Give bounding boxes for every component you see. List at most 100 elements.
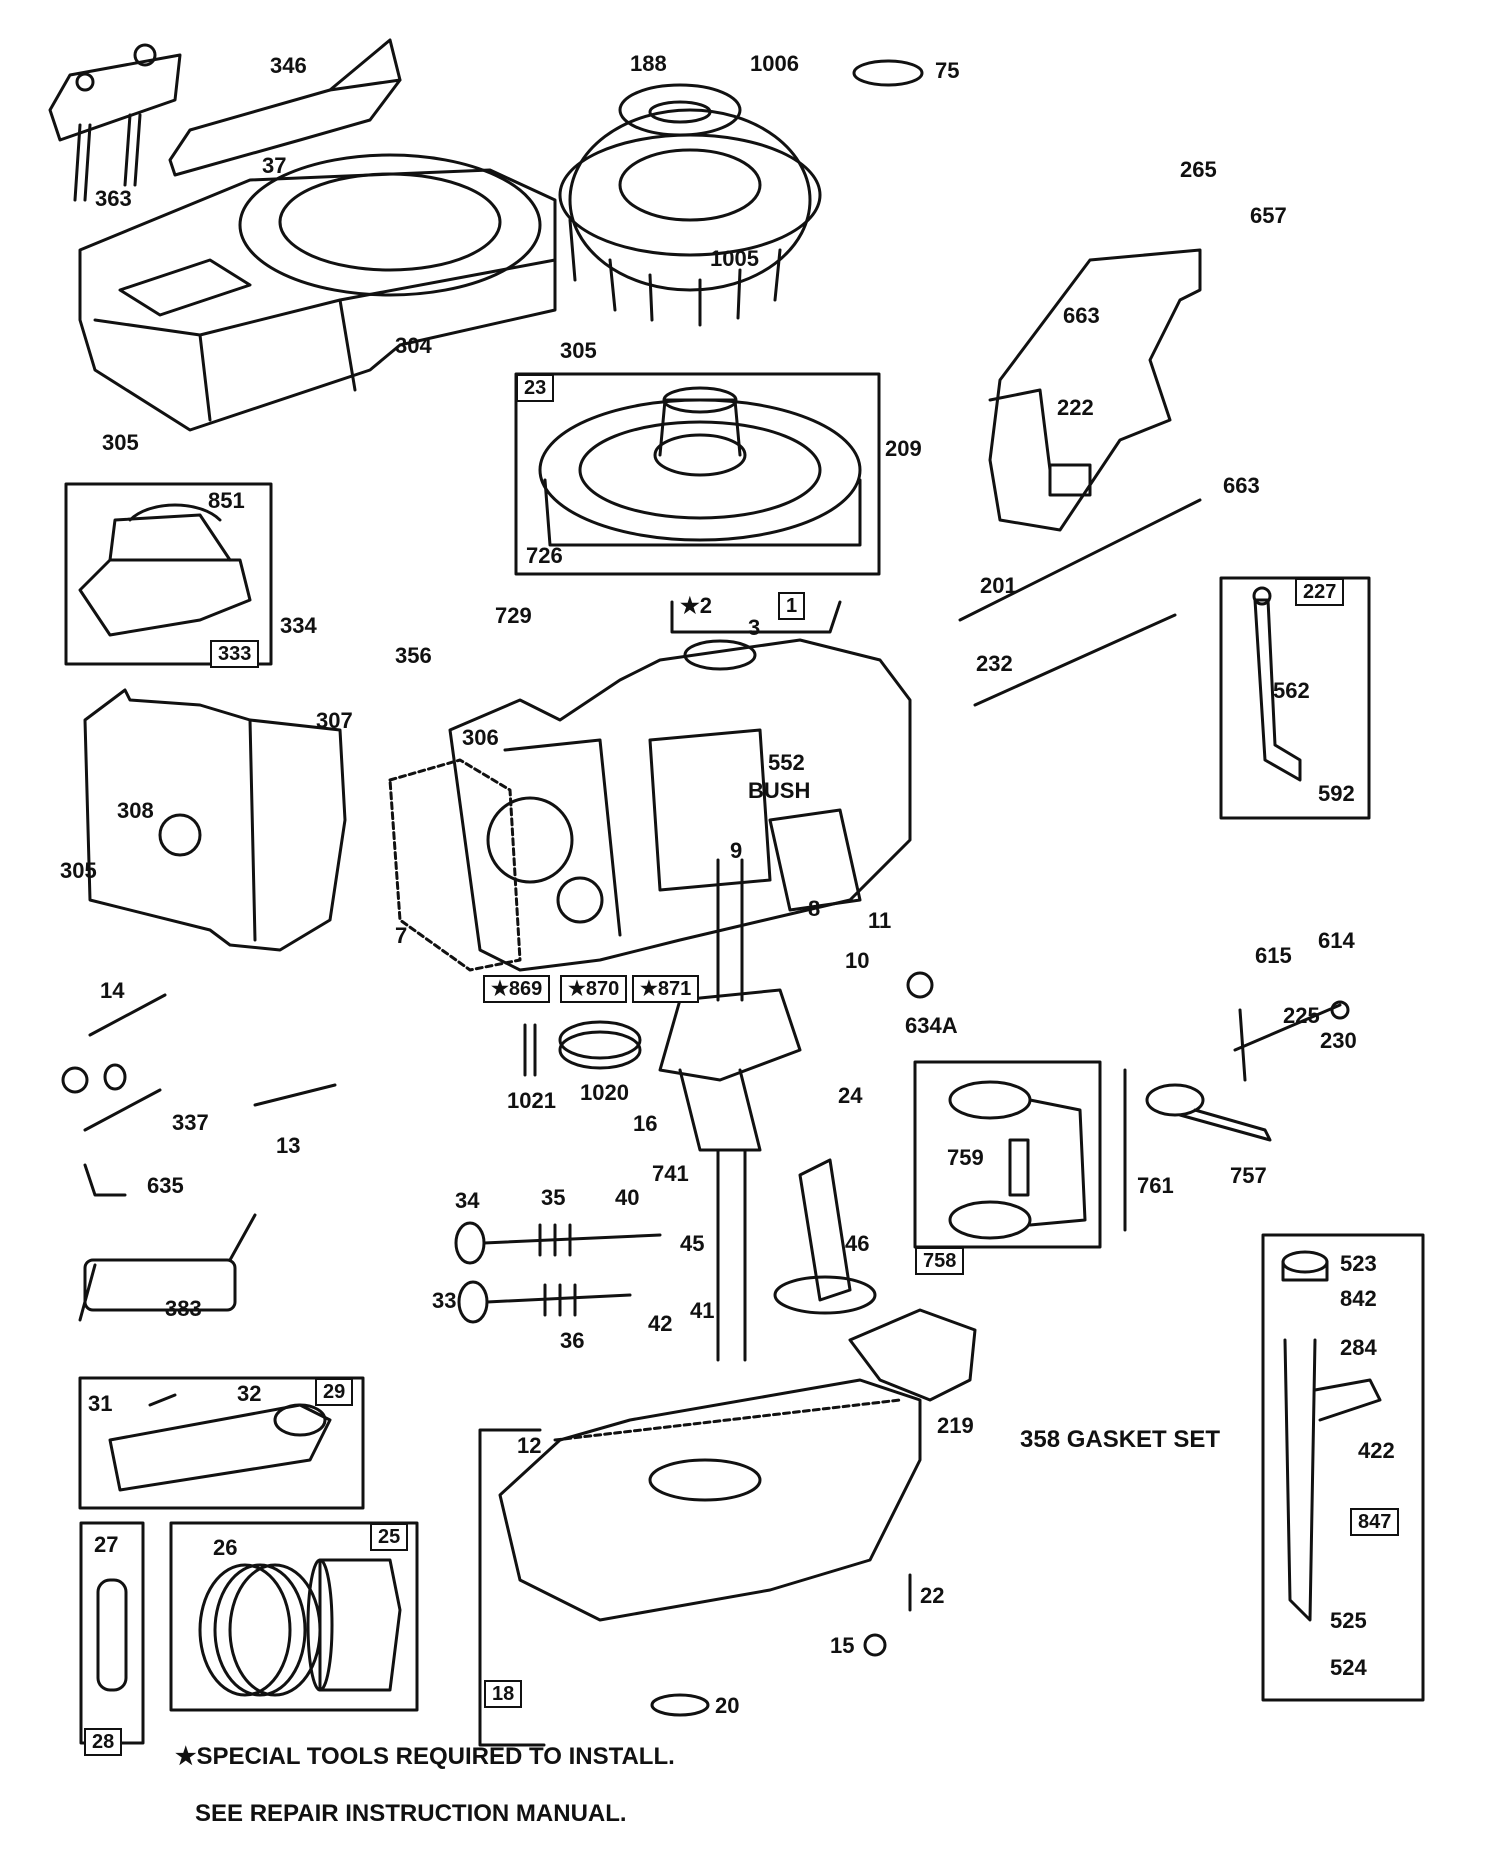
callout-1006: 1006 <box>750 51 799 76</box>
washer-part <box>103 1063 127 1091</box>
box-23-frame <box>514 372 881 576</box>
group-847-label: 847 <box>1350 1508 1400 1536</box>
callout-40: 40 <box>615 1185 640 1210</box>
callout-32: 32 <box>237 1381 262 1406</box>
callout-635: 635 <box>147 1173 184 1198</box>
callout-2: ★2 <box>680 593 712 618</box>
callout-45: 45 <box>680 1231 705 1256</box>
group-29-label: 29 <box>315 1378 354 1406</box>
callout-523: 523 <box>1340 1251 1377 1276</box>
callout-1005: 1005 <box>710 246 759 271</box>
spark-plug-part <box>83 1088 162 1132</box>
callout-75: 75 <box>935 58 960 83</box>
callout-663-a: 663 <box>1063 303 1100 328</box>
callout-11: 11 <box>868 908 892 933</box>
callout-761: 761 <box>1137 1173 1174 1198</box>
nut-634a-part <box>906 971 934 999</box>
head-gasket-part <box>388 758 522 972</box>
dowel-pin-part <box>523 1023 537 1077</box>
callout-225: 225 <box>1283 1003 1320 1028</box>
crankshaft-part <box>658 858 802 1362</box>
box-847-frame <box>1261 1233 1425 1702</box>
box-758-frame <box>913 1060 1102 1249</box>
callout-34: 34 <box>455 1188 480 1213</box>
callout-12: 12 <box>517 1433 542 1458</box>
oil-sump-part <box>498 1378 922 1622</box>
callout-757: 757 <box>1230 1163 1267 1188</box>
air-guide-part <box>168 38 402 177</box>
screw-part <box>253 1083 337 1107</box>
callout-201: 201 <box>980 573 1017 598</box>
callout-615: 615 <box>1255 943 1292 968</box>
callout-265: 265 <box>1180 157 1217 182</box>
group-871-label: ★871 <box>632 975 700 1003</box>
callout-305-a: 305 <box>560 338 597 363</box>
callout-219: 219 <box>937 1413 974 1438</box>
callout-383: 383 <box>165 1296 202 1321</box>
special-tools-note: ★SPECIAL TOOLS REQUIRED TO INSTALL. <box>175 1743 675 1770</box>
seal-20-part <box>650 1693 710 1717</box>
callout-209: 209 <box>885 436 922 461</box>
callout-9: 9 <box>730 838 743 863</box>
washer-part <box>852 59 924 87</box>
group-28-label: 28 <box>84 1728 123 1756</box>
callout-525: 525 <box>1330 1608 1367 1633</box>
callout-10: 10 <box>845 948 870 973</box>
intake-valve-part <box>457 1280 632 1324</box>
callout-20: 20 <box>715 1693 740 1718</box>
governor-crank-part <box>1238 1008 1247 1082</box>
group-758-label: 758 <box>915 1247 965 1275</box>
callout-37: 37 <box>262 153 287 178</box>
callout-284: 284 <box>1340 1335 1377 1360</box>
callout-356: 356 <box>395 643 432 668</box>
callout-592: 592 <box>1318 781 1355 806</box>
callout-306: 306 <box>462 725 499 750</box>
box-333-frame <box>64 482 273 666</box>
callout-41: 41 <box>690 1298 715 1323</box>
elbow-fitting-part <box>83 1163 127 1197</box>
callout-552: 552 <box>768 750 805 775</box>
governor-lever-part <box>1252 586 1302 782</box>
nut-part <box>61 1066 89 1094</box>
callout-337: 337 <box>172 1110 209 1135</box>
bolt-part <box>88 993 167 1037</box>
flywheel-part <box>558 83 822 327</box>
callout-222: 222 <box>1057 395 1094 420</box>
box-29-frame <box>78 1376 365 1510</box>
callout-304: 304 <box>395 333 432 358</box>
callout-562: 562 <box>1273 678 1310 703</box>
callout-657: 657 <box>1250 203 1287 228</box>
control-bracket-part <box>48 43 182 202</box>
group-18-label: 18 <box>484 1680 523 1708</box>
callout-363: 363 <box>95 186 132 211</box>
group-23-label: 23 <box>516 374 555 402</box>
callout-3: 3 <box>748 615 761 640</box>
callout-232: 232 <box>976 651 1013 676</box>
box-18-frame <box>478 1708 546 1747</box>
armature-ring-part <box>538 386 862 547</box>
callout-26: 26 <box>213 1535 238 1560</box>
ignition-module-part <box>78 503 252 637</box>
callout-bush: BUSH <box>748 778 811 803</box>
choke-link-part <box>973 613 1177 707</box>
counterweight-part <box>948 1080 1087 1240</box>
callout-42: 42 <box>648 1311 673 1336</box>
blower-housing-part <box>78 153 557 432</box>
callout-36: 36 <box>560 1328 585 1353</box>
link-arm-part <box>1145 1083 1272 1142</box>
callout-8: 8 <box>808 896 821 921</box>
callout-634a: 634A <box>905 1013 958 1038</box>
piston-part <box>306 1558 402 1692</box>
callout-851: 851 <box>208 488 245 513</box>
fuel-tube-part <box>78 1213 257 1322</box>
callout-13: 13 <box>276 1133 301 1158</box>
callout-741: 741 <box>652 1161 689 1186</box>
callout-842: 842 <box>1340 1286 1377 1311</box>
callout-15: 15 <box>830 1633 855 1658</box>
callout-27: 27 <box>94 1532 119 1557</box>
callout-663-b: 663 <box>1223 473 1260 498</box>
callout-16: 16 <box>633 1111 658 1136</box>
callout-46: 46 <box>845 1231 870 1256</box>
box-1-frame <box>670 600 842 634</box>
